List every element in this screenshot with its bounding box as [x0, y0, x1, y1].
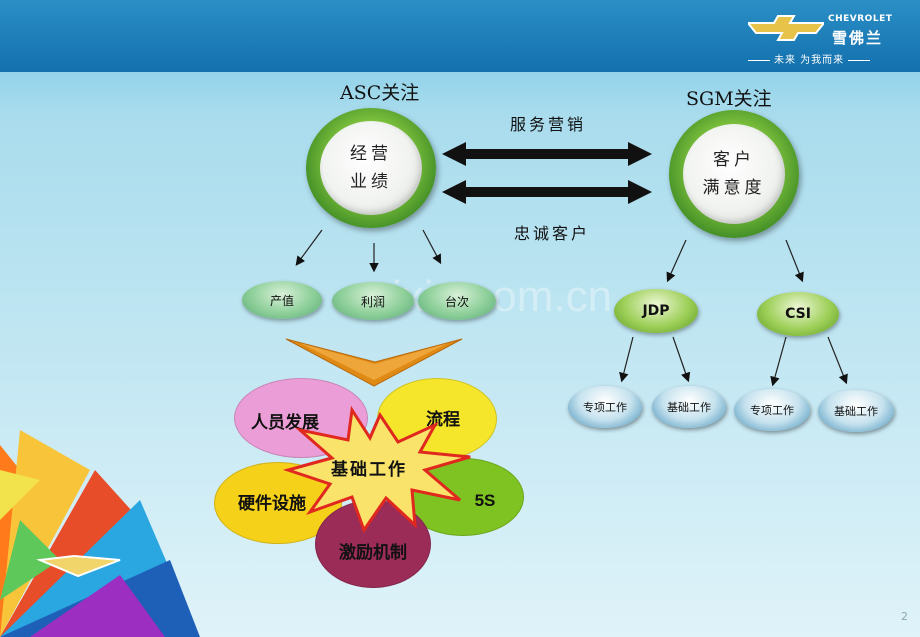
sgm-circle-line2: 满意度: [702, 178, 766, 198]
petal-process-label: 流程: [426, 409, 460, 430]
petal-hardware-label: 硬件设施: [238, 493, 306, 514]
pill-jdp-special-work: 专项工作: [568, 386, 642, 428]
petal-staff-development-label: 人员发展: [251, 412, 319, 433]
page-number: 2: [901, 610, 908, 623]
brand-name-en: CHEVROLET: [828, 14, 893, 24]
petal-staff-development: 人员发展: [234, 378, 368, 458]
sgm-circle-line1: 客户: [713, 150, 755, 170]
asc-heading: ASC关注: [340, 82, 420, 104]
brand-slogan: 未来 为我而来: [744, 51, 874, 66]
pinwheel-decoration: [0, 430, 200, 637]
arrow-to-output-value: [295, 229, 323, 266]
pill-csi: CSI: [757, 292, 839, 336]
arrow-jdp-basic: [672, 336, 691, 383]
arrow-to-csi: [785, 239, 804, 283]
down-chevron-arrow: [285, 338, 463, 387]
double-arrow-bottom: [442, 180, 652, 204]
pill-jdp-basic-work: 基础工作: [652, 386, 726, 428]
arrow-jdp-special: [619, 336, 634, 383]
pill-units: 台次: [418, 282, 496, 320]
pill-csi-special-work: 专项工作: [734, 389, 810, 431]
brand-name-cn: 雪佛兰: [832, 29, 884, 47]
arrow-to-units: [422, 229, 442, 265]
pill-profit: 利润: [332, 282, 414, 320]
flower-center-label: 基础工作: [331, 460, 407, 480]
asc-circle-line2: 业绩: [350, 172, 392, 192]
arrow-label-top: 服务营销: [510, 115, 587, 134]
arrow-csi-special: [770, 336, 787, 387]
header-bar: CHEVROLET 雪佛兰 未来 为我而来: [0, 0, 920, 72]
double-arrow-top: [442, 142, 652, 166]
petal-incentive-label: 激励机制: [339, 542, 407, 563]
sgm-circle: 客户 满意度: [669, 110, 799, 238]
pill-csi-basic-work: 基础工作: [818, 390, 894, 432]
sgm-heading: SGM关注: [686, 88, 772, 110]
petal-incentive: 激励机制: [315, 500, 431, 588]
chevrolet-logo: CHEVROLET 雪佛兰 未来 为我而来: [740, 10, 900, 66]
asc-circle: 经营 业绩: [306, 108, 436, 228]
arrow-to-jdp: [666, 239, 687, 283]
asc-circle-line1: 经营: [350, 144, 392, 164]
bowtie-icon: [748, 15, 824, 41]
pill-jdp: JDP: [614, 289, 698, 333]
petal-process: 流程: [377, 378, 497, 460]
pill-output-value: 产值: [242, 281, 322, 319]
petal-5s-label: 5S: [474, 491, 496, 510]
arrow-csi-basic: [827, 336, 848, 385]
arrow-label-bottom: 忠诚客户: [514, 224, 591, 243]
